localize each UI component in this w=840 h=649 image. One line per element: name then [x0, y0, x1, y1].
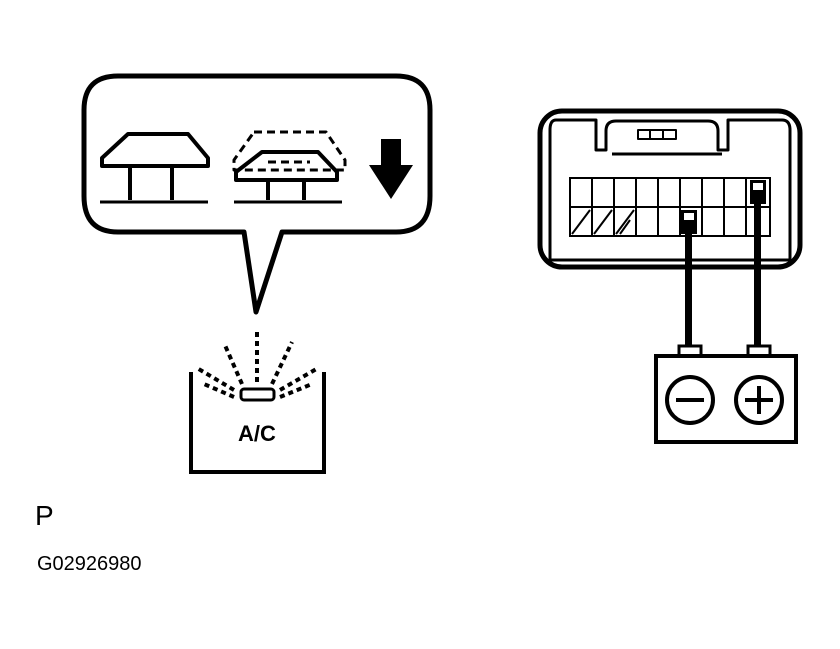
indicator-light-rays	[195, 330, 320, 399]
button-pressed-illustration	[232, 130, 347, 204]
battery	[654, 344, 798, 444]
negative-terminal-icon	[665, 375, 715, 425]
test-lead-negative	[681, 210, 697, 346]
positive-terminal-icon	[734, 375, 784, 425]
callout-bubble	[81, 73, 433, 315]
arrow-down-icon	[369, 139, 413, 199]
ac-switch	[189, 372, 326, 474]
connector-terminals	[569, 177, 771, 237]
ac-switch-label: A/C	[238, 421, 276, 446]
button-released-illustration	[100, 132, 210, 204]
test-lead-positive	[750, 180, 766, 346]
figure-code: G02926980	[37, 553, 142, 575]
figure-letter: P	[35, 500, 54, 531]
connector-housing	[537, 108, 803, 270]
